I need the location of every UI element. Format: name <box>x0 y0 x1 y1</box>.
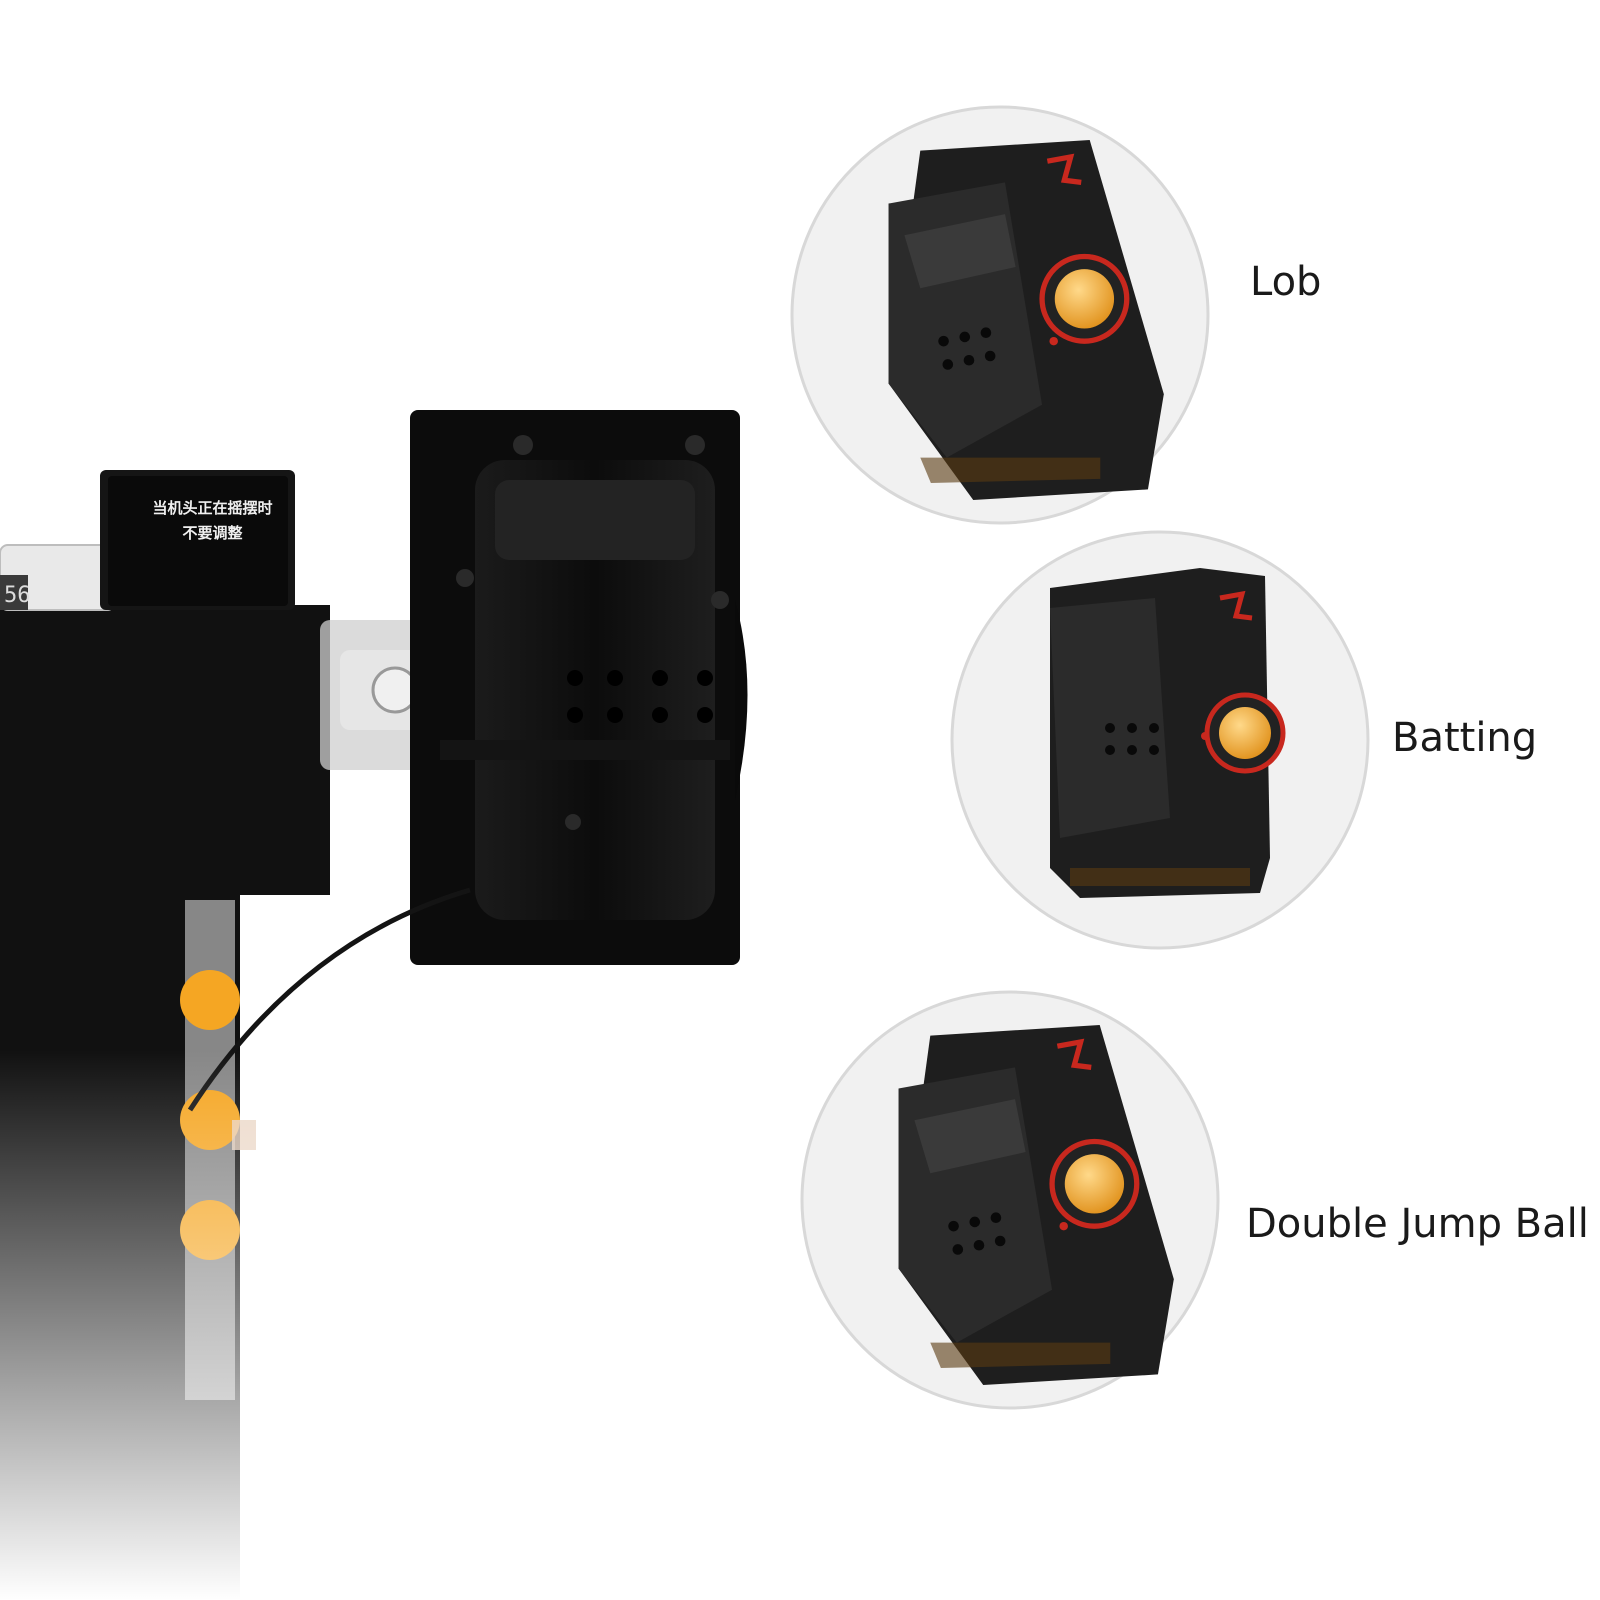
counter-dial: 56 <box>0 544 116 611</box>
robot-head <box>410 410 748 965</box>
mode-label-batting: Batting <box>1392 715 1538 761</box>
mode-label-lob: Lob <box>1250 259 1322 305</box>
mode-label-double-jump-ball: Double Jump Ball <box>1246 1201 1589 1247</box>
mode-batting-circle <box>950 530 1370 950</box>
mode-lob-circle <box>790 105 1210 525</box>
connector-nozzle <box>320 620 420 770</box>
warning-box <box>100 470 295 610</box>
mode-double-jump-ball-circle <box>800 990 1220 1410</box>
bottom-fade <box>0 1050 300 1600</box>
warning-line-1: 当机头正在摇摆时 <box>152 499 273 517</box>
warning-line-2: 不要调整 <box>182 524 243 542</box>
warning-label: 当机头正在摇摆时 不要调整 <box>120 496 305 546</box>
counter-text: 56 <box>4 583 31 608</box>
